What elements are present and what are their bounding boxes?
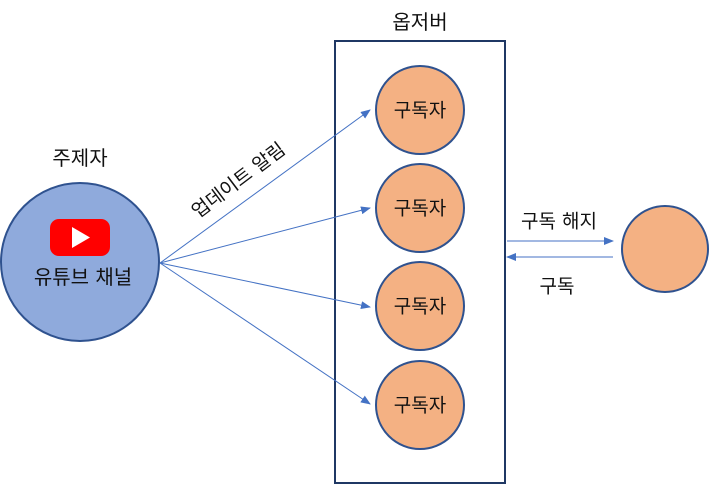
notify-arrows [159, 109, 371, 405]
subscriber-node-4 [375, 360, 465, 450]
notify-arrow-4 [159, 262, 371, 405]
observer-frame [334, 40, 506, 484]
subject-heading: 주제자 [52, 146, 108, 170]
subscriber-node-1 [375, 65, 465, 155]
subscribe-label: 구독 [539, 275, 575, 298]
subscriber-label-1: 구독자 [393, 99, 447, 122]
subscriber-label-3: 구독자 [393, 295, 447, 318]
subject-name: 유튜브 채널 [33, 265, 133, 289]
subscriber-label-2: 구독자 [393, 197, 447, 220]
subject-node [0, 182, 160, 342]
subscriber-label-4: 구독자 [393, 394, 447, 417]
observer-heading: 옵저버 [392, 10, 448, 34]
outside-subscriber-node [621, 205, 709, 293]
subscriber-node-2 [375, 163, 465, 253]
notify-arrow-3 [159, 262, 371, 310]
youtube-play-icon [50, 219, 110, 256]
subscriber-node-3 [375, 261, 465, 351]
unsubscribe-label: 구독 해지 [521, 210, 597, 233]
notify-arrow-2 [159, 206, 371, 264]
notify-arrow-1 [159, 109, 371, 264]
